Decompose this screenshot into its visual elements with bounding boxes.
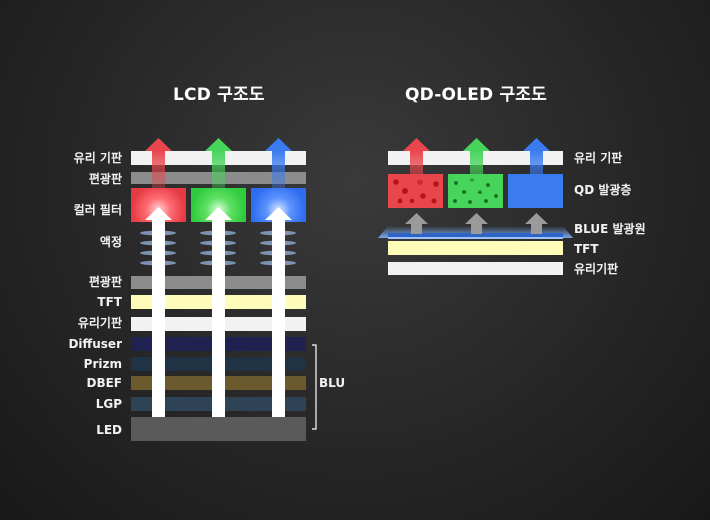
lcd-label-color-filter: 컬러 필터 [73,203,122,217]
lcd-label-tft: TFT [97,295,122,309]
lcd-white-arrow-red-column [145,207,172,417]
lcd-label-polarizer-bottom: 편광판 [88,275,122,289]
qd-green-output-arrow [463,138,490,192]
lcd-label-dbef: DBEF [86,376,122,390]
qd-blue-output-arrow [523,138,550,192]
lcd-white-arrow-green-column [205,207,232,417]
lcd-green-output-arrow [205,138,232,188]
qd-gray-arrow-left [405,213,428,234]
lcd-label-prizm: Prizm [83,357,122,371]
lcd-label-glass-top: 유리 기판 [73,151,122,165]
lcd-label-lgp: LGP [95,397,122,411]
lcd-led-layer [131,417,306,441]
lcd-label-polarizer-top: 편광판 [88,172,122,186]
lcd-label-liquid-crystal: 액정 [99,235,122,249]
lcd-white-arrow-blue-column [265,207,292,417]
lcd-label-glass-bottom: 유리기판 [77,316,122,330]
qd-gray-arrow-right [525,213,548,234]
lcd-label-blu: BLU [319,376,346,390]
qd-label-qd-layer: QD 발광층 [574,183,632,197]
qd-glass-bottom-layer [388,262,563,275]
qd-label-glass-top: 유리 기판 [574,151,623,165]
qd-label-glass-bottom: 유리기판 [574,262,619,276]
qd-tft-layer [388,241,563,255]
qd-gray-arrow-center [465,213,488,234]
lcd-label-diffuser: Diffuser [68,337,122,351]
lcd-title: LCD 구조도 [173,85,265,105]
qd-label-tft: TFT [574,242,599,256]
qd-label-blue-source: BLUE 발광원 [574,222,646,236]
lcd-red-output-arrow [145,138,172,188]
lcd-blue-output-arrow [265,138,292,188]
qd-red-output-arrow [403,138,430,192]
lcd-label-led: LED [96,423,122,437]
qdoled-title: QD-OLED 구조도 [405,85,547,105]
